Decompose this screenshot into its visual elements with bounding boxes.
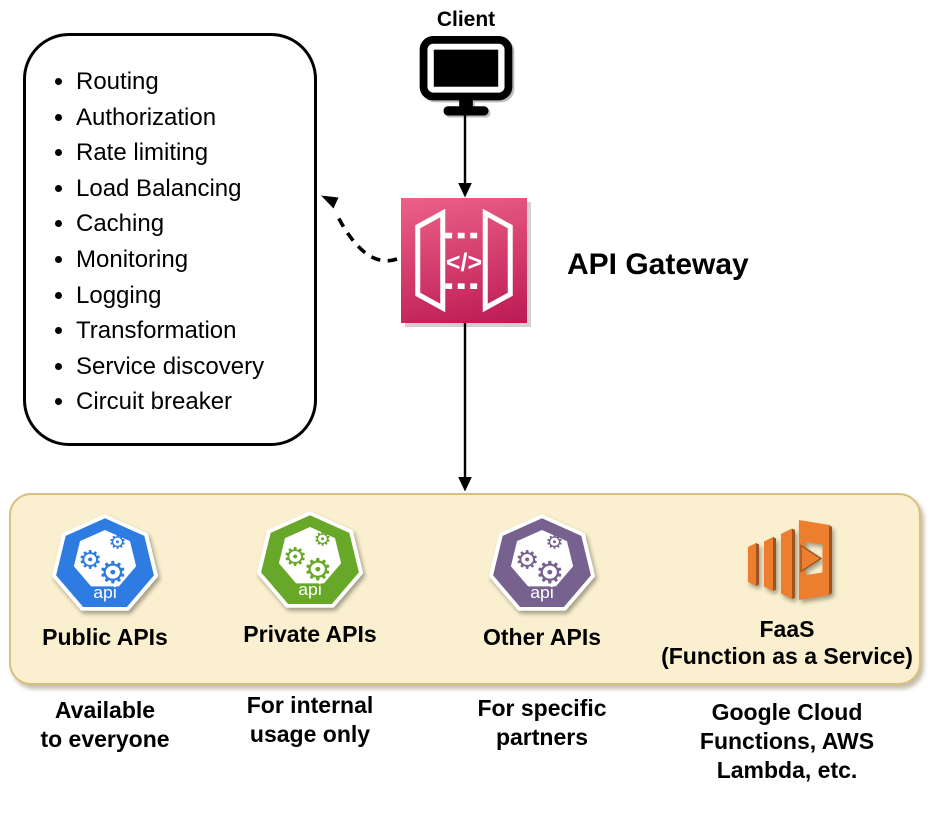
feature-item: Load Balancing bbox=[76, 171, 306, 207]
feature-item: Transformation bbox=[76, 313, 306, 349]
backend-caption: Available to everyone bbox=[40, 697, 170, 752]
gear-icon: ⚙ bbox=[545, 532, 563, 553]
aws-lambda-icon bbox=[748, 520, 832, 600]
heptagon-gears-api-icon: ⚙ ⚙ ⚙ api bbox=[488, 514, 596, 611]
heptagon-gears-api-icon: ⚙ ⚙ ⚙ api bbox=[51, 514, 159, 611]
backend-caption: For internal usage only bbox=[246, 692, 374, 747]
backend-caption: Google Cloud Functions, AWS Lambda, etc. bbox=[699, 699, 875, 783]
api-icon-text: api bbox=[530, 583, 554, 601]
backend-column-other-apis: ⚙ ⚙ ⚙ api Other APIs bbox=[447, 512, 637, 651]
feature-item: Logging bbox=[76, 278, 306, 314]
api-icon-text: api bbox=[93, 583, 117, 601]
gear-icon: ⚙ bbox=[108, 532, 126, 553]
backend-name: Public APIs bbox=[42, 624, 168, 650]
api-icon-text: api bbox=[298, 580, 322, 598]
backend-caption: For specific partners bbox=[477, 695, 607, 750]
api-gateway-icon: </> bbox=[401, 198, 527, 323]
gear-icon: ⚙ bbox=[515, 545, 540, 574]
gateway-to-backends-arrow bbox=[458, 323, 472, 492]
backend-name: FaaS bbox=[759, 616, 815, 642]
feature-item: Routing bbox=[76, 64, 306, 100]
code-brackets-glyph: </> bbox=[446, 248, 482, 276]
gear-icon: ⚙ bbox=[303, 552, 333, 587]
client-to-gateway-arrow bbox=[458, 114, 472, 198]
gear-icon: ⚙ bbox=[535, 555, 565, 590]
backend-column-private-apis: ⚙ ⚙ ⚙ api Private APIs bbox=[215, 509, 405, 648]
backend-name: Other APIs bbox=[482, 624, 601, 650]
gateway-to-features-dashed-arrow bbox=[321, 195, 398, 263]
backend-subname: (Function as a Service) bbox=[661, 643, 913, 669]
feature-item: Circuit breaker bbox=[76, 384, 306, 420]
gateway-features-box: Routing Authorization Rate limiting Load… bbox=[23, 33, 317, 446]
gear-icon: ⚙ bbox=[313, 529, 331, 550]
gear-icon: ⚙ bbox=[283, 542, 308, 571]
heptagon-gears-api-icon: ⚙ ⚙ ⚙ api bbox=[256, 511, 364, 608]
backend-column-faas: FaaS (Function as a Service) bbox=[648, 510, 926, 670]
feature-item: Monitoring bbox=[76, 242, 306, 278]
feature-item: Authorization bbox=[76, 100, 306, 136]
backend-column-public-apis: ⚙ ⚙ ⚙ api Public APIs bbox=[10, 512, 200, 651]
feature-list: Routing Authorization Rate limiting Load… bbox=[26, 36, 314, 420]
feature-item: Service discovery bbox=[76, 349, 306, 385]
backend-name: Private APIs bbox=[243, 621, 377, 647]
monitor-icon bbox=[419, 36, 513, 116]
client-label: Client bbox=[436, 8, 496, 31]
feature-item: Caching bbox=[76, 206, 306, 242]
gear-icon: ⚙ bbox=[98, 555, 128, 590]
api-gateway-label: API Gateway bbox=[567, 248, 749, 281]
feature-item: Rate limiting bbox=[76, 135, 306, 171]
gear-icon: ⚙ bbox=[78, 545, 103, 574]
